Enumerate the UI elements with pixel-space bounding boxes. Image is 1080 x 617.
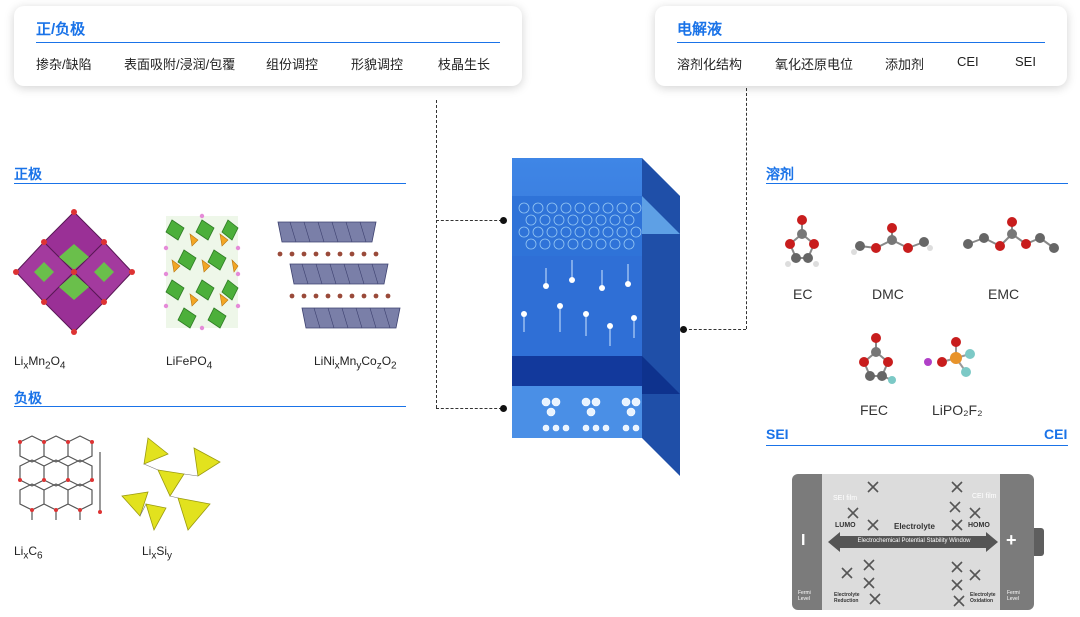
emc-molecule: [963, 217, 1059, 253]
solvent-rule: [766, 183, 1068, 184]
lifepo4-structure: [163, 213, 241, 331]
cell-electrolyte-region: [512, 256, 642, 356]
label-ec: EC: [793, 286, 813, 302]
fermi-left-label: Fermi Level: [798, 590, 811, 602]
reduction-label: Electrolyte Reduction: [834, 592, 860, 604]
window-arrow-left-head: [828, 532, 840, 552]
positive-rule: [14, 183, 406, 184]
lifepo4-green-octahedra: [165, 219, 239, 329]
negative-title: 负极: [14, 390, 42, 406]
connector-right-vertical: [746, 88, 747, 329]
lifepo4-orange-tetrahedra: [171, 233, 239, 307]
fermi-right-label: Fermi Level: [1007, 590, 1020, 602]
label-lipo2f2: LiPO₂F₂: [932, 402, 983, 418]
connector-dot-right: [680, 326, 687, 333]
cross-marks-right: [949, 481, 981, 607]
graphite-structure: [18, 435, 102, 520]
electrode-card: 正/负极 掺杂/缺陷 表面吸附/浸润/包覆 组份调控 形貌调控 枝晶生长: [14, 6, 522, 86]
connector-left-top: [436, 220, 502, 221]
item-doping: 掺杂/缺陷: [36, 57, 92, 72]
lumo-label: LUMO: [835, 522, 856, 529]
item-composition: 组份调控: [266, 57, 319, 72]
minus-sign: I: [801, 532, 806, 549]
label-dmc: DMC: [872, 286, 904, 302]
label-fec: FEC: [860, 402, 888, 418]
cell-right-face: [642, 158, 680, 476]
solvent-title: 溶剂: [766, 166, 794, 182]
label-limn2o4: LixMn2O4: [14, 354, 66, 372]
cell-ions: [521, 277, 637, 329]
electrolyte-card-title: 电解液: [677, 21, 723, 38]
plus-sign: +: [1006, 530, 1017, 550]
limn2o4-structure: [13, 209, 135, 335]
dmc-molecule: [851, 223, 933, 255]
electrode-card-title: 正/负极: [36, 21, 86, 38]
connector-right-horizontal: [684, 329, 746, 330]
homo-label: HOMO: [968, 522, 990, 529]
label-lifepo4: LiFePO4: [166, 354, 213, 372]
item-morphology: 形貌调控: [351, 57, 404, 72]
negative-rule: [14, 406, 406, 407]
electrolyte-card-rule: [677, 42, 1045, 43]
limn2o4-atoms: [13, 209, 135, 335]
anode-cap: [792, 474, 822, 610]
label-lisi: LixSiy: [142, 544, 173, 562]
connector-left-vertical: [436, 100, 437, 408]
interface-rule: [766, 445, 1068, 446]
terminal-knob: [1034, 528, 1044, 556]
item-sei: SEI: [1015, 54, 1036, 69]
window-label: Electrochemical Potential Stability Wind…: [857, 538, 971, 544]
connector-left-bottom: [436, 408, 502, 409]
sei-title: SEI: [766, 426, 789, 442]
item-cei: CEI: [957, 54, 979, 69]
cei-title: CEI: [1044, 426, 1068, 442]
positive-title: 正极: [14, 166, 42, 182]
ec-molecule: [785, 215, 819, 267]
stability-window-diagram: I + SEI film CEI film LUMO HOMO Electrol…: [792, 474, 1044, 610]
label-lic6: LixC6: [14, 544, 43, 562]
nmc-layers: [277, 221, 401, 329]
label-emc: EMC: [988, 286, 1020, 302]
nmc-layer-lines: [289, 221, 391, 329]
nmc-li-atoms: [277, 251, 391, 299]
item-additive: 添加剂: [885, 57, 925, 72]
item-solvation: 溶剂化结构: [677, 57, 743, 72]
lisi-structure: [121, 437, 221, 532]
connector-dot-bottom: [500, 405, 507, 412]
graphite-atoms: [18, 440, 102, 514]
electrolyte-card: 电解液 溶剂化结构 氧化还原电位 添加剂 CEI SEI: [655, 6, 1067, 86]
cathode-cap: [1000, 474, 1034, 610]
cei-film-label: CEI film: [972, 493, 997, 500]
cross-marks-left: [841, 481, 881, 605]
lisi-tetrahedra: [121, 437, 221, 532]
electrode-card-rule: [36, 42, 500, 43]
cell-bottom-particles: [541, 397, 641, 432]
battery-cell-illustration: [512, 158, 680, 476]
sei-film-label: SEI film: [833, 495, 858, 502]
graphite-lattice: [19, 435, 101, 520]
window-arrow: [840, 536, 986, 548]
item-redox: 氧化还原电位: [775, 57, 854, 72]
lipo2f2-molecule: [924, 337, 975, 377]
fec-molecule: [859, 333, 896, 384]
cell-bottom-electrode: [512, 386, 642, 438]
nmc-layered-structure: [277, 221, 401, 329]
connector-dot-top: [500, 217, 507, 224]
label-nmc: LiNixMnyCozO2: [314, 354, 397, 372]
lifepo4-li-atoms: [163, 213, 241, 331]
cell-hex-pattern: [518, 202, 642, 250]
oxidation-label: Electrolyte Oxidation: [970, 592, 996, 604]
electrolyte-label: Electrolyte: [894, 522, 935, 531]
lisi-bonds: [139, 463, 199, 517]
cross-marks: [841, 481, 981, 607]
cell-separator-front: [512, 356, 642, 386]
window-arrow-right-head: [986, 532, 998, 552]
item-surface: 表面吸附/浸润/包覆: [124, 57, 236, 72]
item-dendrite: 枝晶生长: [438, 57, 491, 72]
